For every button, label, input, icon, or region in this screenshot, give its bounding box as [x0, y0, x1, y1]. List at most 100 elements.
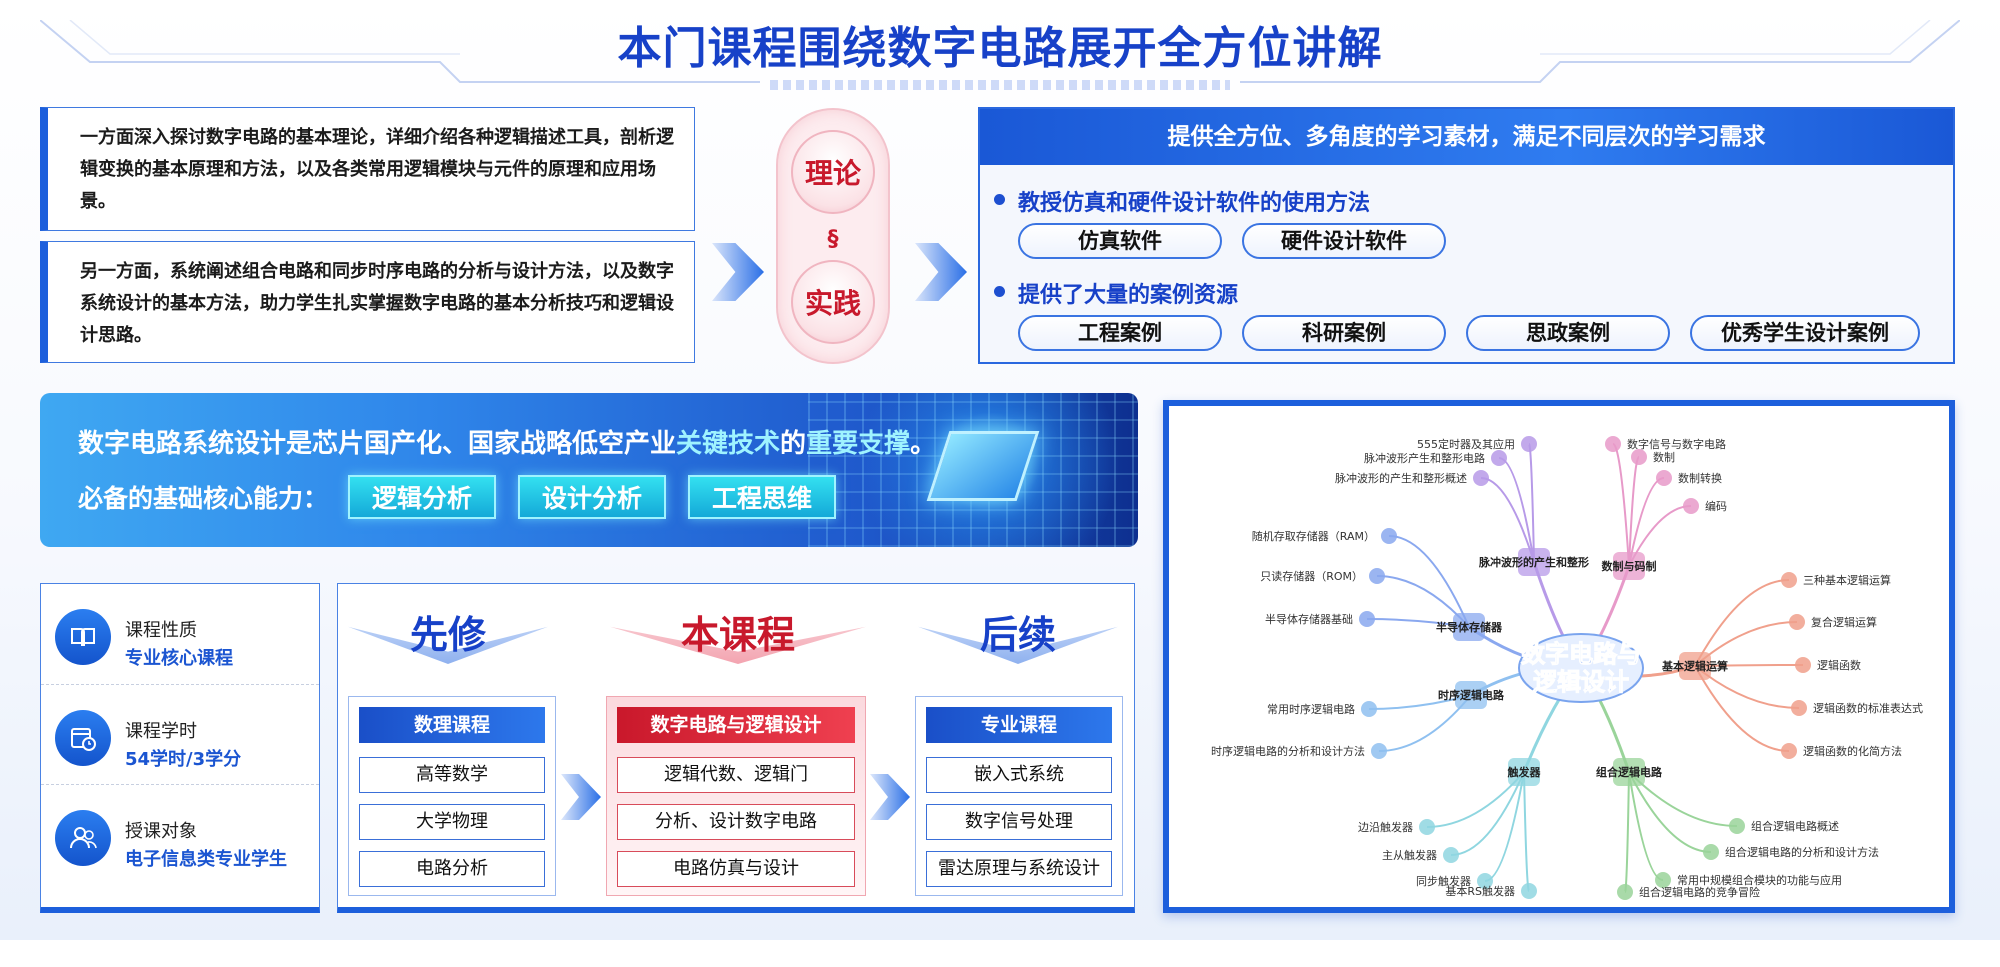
leaf-node-dot — [1656, 470, 1672, 486]
branch-node-label: 触发器 — [1507, 765, 1542, 779]
mind-map-edge — [1484, 771, 1525, 882]
leaf-node-label: 脉冲波形产生和整形电路 — [1364, 451, 1485, 465]
intro-text-box-1: 一方面深入探讨数字电路的基本理论，详细介绍各种逻辑描述工具，剖析逻辑变换的基本原… — [40, 107, 695, 231]
chain-link-icon: § — [827, 227, 839, 252]
info-value: 电子信息类专业学生 — [125, 849, 287, 870]
leaf-node-label: 组合逻辑电路概述 — [1751, 819, 1839, 833]
leaf-node-dot — [1795, 657, 1811, 673]
banner-highlight: 关键技术 — [676, 429, 781, 459]
mind-map-edge — [1450, 771, 1525, 856]
leaf-node-label: 常用中规模组合模块的功能与应用 — [1677, 873, 1842, 887]
leaf-node-dot — [1381, 528, 1397, 544]
branch-node-label: 脉冲波形的产生和整形 — [1478, 555, 1589, 569]
theory-practice-capsule: 理论 § 实践 — [776, 108, 890, 364]
leaf-node-dot — [1655, 872, 1671, 888]
calendar-clock-icon — [55, 710, 111, 766]
leaf-node-dot — [1703, 844, 1719, 860]
tag-engineering-case: 工程案例 — [1018, 315, 1222, 351]
branch-node — [1613, 552, 1645, 580]
leaf-node-dot — [1361, 701, 1377, 717]
leaf-node-label: 脉冲波形的产生和整形概述 — [1335, 471, 1467, 485]
page-background: 本门课程围绕数字电路展开全方位讲解 一方面深入探讨数字电路的基本理论，详细介绍各… — [0, 0, 2000, 940]
leaf-node-dot — [1617, 884, 1633, 900]
info-item-hours: 课程学时 54学时/3学分 — [41, 684, 319, 784]
info-value: 专业核心课程 — [125, 648, 233, 669]
mind-map-edge — [1624, 771, 1630, 893]
leaf-node-label: 半导体存储器基础 — [1265, 612, 1353, 626]
users-icon — [55, 810, 111, 866]
this-course-column: 数字电路与逻辑设计 逻辑代数、逻辑门 分析、设计数字电路 电路仿真与设计 — [606, 696, 866, 896]
theory-badge: 理论 — [791, 130, 875, 214]
course-info-panel: 课程性质 专业核心课程 课程学时 54学时/3学分 授课对象 电子信息类专业学生 — [40, 583, 320, 913]
course-item: 数字信号处理 — [926, 804, 1112, 840]
leaf-node-dot — [1369, 568, 1385, 584]
mind-map-center-label: 逻辑设计 — [1533, 668, 1629, 696]
tag-hardware-software: 硬件设计软件 — [1242, 223, 1446, 259]
this-course-title: 本课程 — [680, 612, 795, 657]
banner-text: 的 — [780, 429, 807, 459]
book-icon — [55, 609, 111, 665]
course-item: 雷达原理与系统设计 — [926, 851, 1112, 887]
arrow-right-icon — [915, 243, 967, 301]
leaf-node-dot — [1521, 883, 1537, 899]
leaf-node-dot — [1781, 743, 1797, 759]
mind-map: 555定时器及其应用脉冲波形产生和整形电路脉冲波形的产生和整形概述脉冲波形的产生… — [1163, 400, 1955, 913]
intro-text-1: 一方面深入探讨数字电路的基本理论，详细介绍各种逻辑描述工具，剖析逻辑变换的基本原… — [80, 127, 674, 212]
branch-node-label: 时序逻辑电路 — [1438, 688, 1505, 702]
leaf-node-dot — [1359, 611, 1375, 627]
leaf-node-label: 时序逻辑电路的分析和设计方法 — [1211, 744, 1365, 758]
column-header: 数理课程 — [359, 707, 545, 743]
leaf-node-label: 基本RS触发器 — [1445, 884, 1515, 898]
leaf-node-label: 数制 — [1653, 451, 1675, 464]
chip-illustration — [808, 393, 1138, 547]
course-item: 电路分析 — [359, 851, 545, 887]
tag-student-design-case: 优秀学生设计案例 — [1690, 315, 1920, 351]
course-path-panel: 先修 本课程 后续 数理课程 高等数学 大学物理 电路分析 数字电路与逻辑设计 … — [337, 583, 1135, 913]
leaf-node-label: 主从触发器 — [1382, 848, 1437, 862]
leaf-node-label: 逻辑函数的化简方法 — [1803, 744, 1902, 758]
leaf-node-dot — [1477, 873, 1493, 889]
follow-up-title: 后续 — [979, 612, 1056, 657]
mind-map-center-label: 数字电路与 — [1521, 640, 1641, 668]
info-label: 授课对象 — [125, 821, 197, 842]
mind-map-edge — [1523, 771, 1530, 892]
ability-tag-design: 设计分析 — [518, 475, 666, 519]
branch-node-label: 组合逻辑电路 — [1596, 765, 1663, 779]
branch-node — [1613, 758, 1645, 786]
leaf-node-label: 三种基本逻辑运算 — [1803, 573, 1891, 587]
leaf-node-label: 常用时序逻辑电路 — [1267, 702, 1355, 716]
leaf-node-dot — [1443, 847, 1459, 863]
leaf-node-dot — [1683, 498, 1699, 514]
branch-node-label: 半导体存储器 — [1436, 620, 1503, 634]
leaf-node-label: 复合逻辑运算 — [1811, 615, 1877, 629]
banner-statement: 数字电路系统设计是芯片国产化、国家战略低空产业关键技术的重要支撑。 — [78, 423, 936, 460]
leaf-node-dot — [1605, 436, 1621, 452]
resources-panel: 提供全方位、多角度的学习素材，满足不同层次的学习需求 教授仿真和硬件设计软件的使… — [978, 107, 1955, 364]
banner-keyword: 数字电路系统设计 — [78, 429, 287, 459]
leaf-node-dot — [1729, 818, 1745, 834]
course-item: 高等数学 — [359, 757, 545, 793]
leaf-node-label: 逻辑函数的标准表达式 — [1813, 701, 1923, 715]
chip-core-graphic — [926, 431, 1040, 501]
leaf-node-dot — [1419, 819, 1435, 835]
branch-node — [1453, 613, 1485, 641]
leaf-node-label: 组合逻辑电路的竞争冒险 — [1639, 885, 1760, 899]
banner-highlight: 重要支撑 — [806, 429, 911, 459]
mind-map-canvas: 555定时器及其应用脉冲波形产生和整形电路脉冲波形的产生和整形概述脉冲波形的产生… — [1211, 436, 1923, 900]
leaf-node-dot — [1473, 470, 1489, 486]
branch-node — [1518, 548, 1550, 576]
course-item: 嵌入式系统 — [926, 757, 1112, 793]
leaf-node-dot — [1791, 700, 1807, 716]
info-label: 课程学时 — [125, 721, 197, 742]
mind-map-edge — [1388, 535, 1470, 628]
arrow-right-icon — [561, 774, 601, 820]
leaf-node-label: 组合逻辑电路的分析和设计方法 — [1725, 845, 1879, 859]
title-decoration — [40, 20, 1960, 83]
leaf-node-dot — [1371, 743, 1387, 759]
tag-simulation-software: 仿真软件 — [1018, 223, 1222, 259]
practice-badge: 实践 — [791, 260, 875, 344]
arrow-right-icon — [712, 243, 764, 301]
leaf-node-label: 只读存储器（ROM） — [1260, 569, 1363, 583]
leaf-node-label: 随机存取存储器（RAM） — [1252, 529, 1375, 543]
mind-map-edge — [1628, 771, 1712, 853]
